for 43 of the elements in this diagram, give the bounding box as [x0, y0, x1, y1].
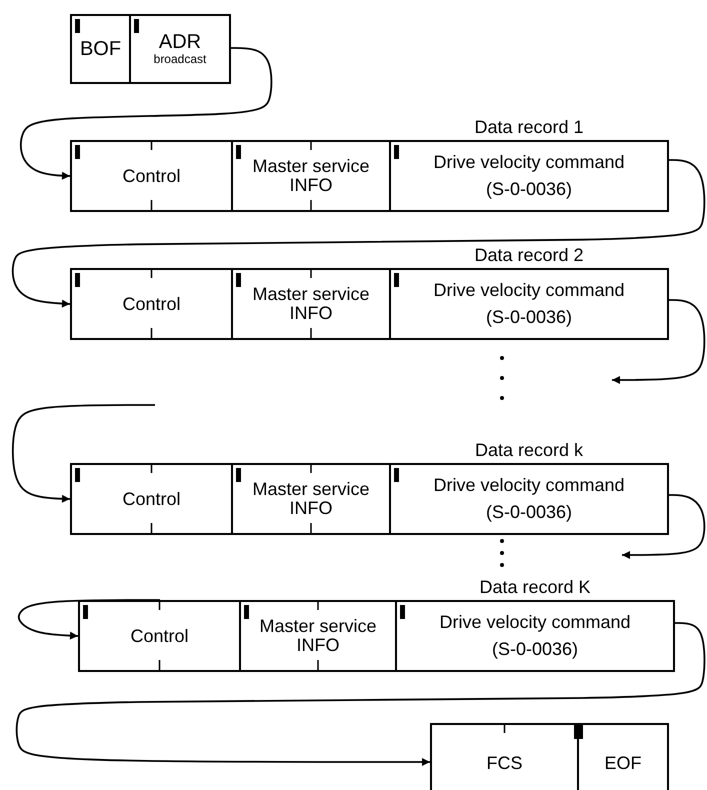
arrow: [12, 404, 155, 503]
field-label: Drive velocity command: [433, 476, 625, 495]
arrow: [612, 299, 706, 384]
field-label: Master service INFO: [258, 617, 378, 655]
field-label: Control: [130, 626, 189, 646]
frame-field: [70, 14, 131, 84]
field-label: Drive velocity command: [439, 613, 631, 632]
frame-field: [70, 140, 233, 212]
frame-field: [239, 600, 397, 672]
record-heading: Data record k: [474, 440, 584, 461]
frame-field: [231, 268, 391, 340]
field-sublabel: (S-0-0036): [486, 503, 572, 522]
field-label: Drive velocity command: [433, 281, 625, 300]
arrow: [16, 622, 706, 766]
field-sublabel: (S-0-0036): [486, 308, 572, 327]
field-label: ADR: [158, 32, 202, 54]
field-label: Master service INFO: [251, 285, 371, 323]
field-label: Control: [122, 166, 181, 186]
field-label: BOF: [80, 38, 122, 60]
frame-field: [70, 268, 233, 340]
arrow: [20, 47, 272, 180]
field-label: FCS: [486, 754, 522, 772]
arrow: [12, 159, 706, 308]
field-sublabel: (S-0-0036): [486, 180, 572, 199]
arrow: [18, 599, 160, 640]
record-heading: Data record 1: [473, 117, 585, 138]
frame-field: [577, 723, 669, 790]
frame-field: [129, 14, 231, 84]
record-heading: Data record 2: [473, 245, 585, 266]
field-label: Control: [122, 294, 181, 314]
field-label: Master service INFO: [251, 480, 371, 518]
frame-field: [70, 463, 233, 535]
field-label: Control: [122, 490, 181, 508]
field-sublabel: (S-0-0036): [492, 640, 578, 659]
field-label: EOF: [604, 754, 642, 772]
record-heading: Data record K: [478, 577, 592, 598]
field-label: Drive velocity command: [433, 153, 625, 172]
frame-field: [231, 140, 391, 212]
arrow: [622, 494, 706, 559]
field-label: Master service INFO: [251, 157, 371, 195]
frame-field: [78, 600, 241, 672]
frame-field: [231, 463, 391, 535]
field-sublabel: broadcast: [154, 53, 206, 66]
